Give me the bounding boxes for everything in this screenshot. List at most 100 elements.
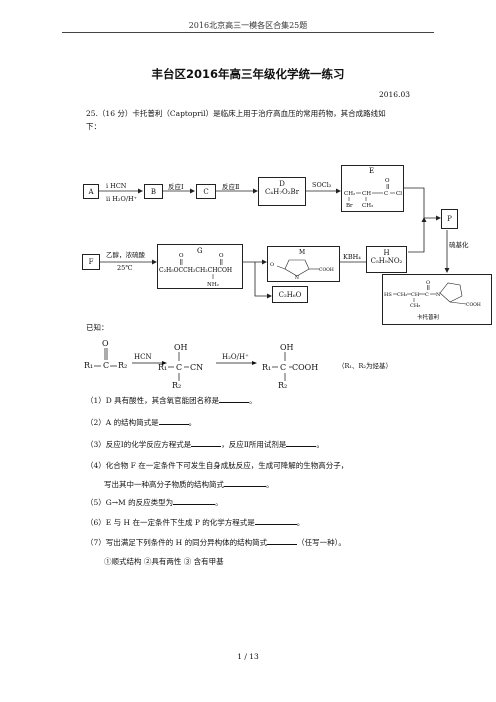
exam-date: 2016.03 xyxy=(378,90,410,99)
known-r1b: R₁ xyxy=(158,363,167,372)
cap-o: O xyxy=(426,280,430,286)
known-c3: C xyxy=(280,363,286,372)
e-br: Br xyxy=(346,203,353,209)
g-o2: O xyxy=(219,253,224,259)
compound-m-structure: M O COOH N xyxy=(270,249,334,281)
g-label: G xyxy=(197,247,203,255)
known-cn: CN xyxy=(190,363,203,372)
compound-a: A xyxy=(83,184,99,199)
arrow-m-c2h6o xyxy=(254,262,267,297)
compound-b: B xyxy=(144,184,163,199)
reagent-socl2: SOCl₂ xyxy=(312,181,332,189)
reaction-temp: 25℃ xyxy=(117,264,133,272)
answer-blank-1[interactable] xyxy=(219,394,250,403)
known-r1: R₁ xyxy=(84,361,93,370)
compound-e-structure: E O CH₂ CH C Cl Br CH₃ xyxy=(344,167,402,209)
compound-h: H C₅H₉NO₂ xyxy=(366,246,407,273)
cap-hs: HS xyxy=(384,292,392,298)
known-r2b: R₂ xyxy=(172,381,181,390)
compound-m xyxy=(267,246,340,282)
question-7-conditions: ①顺式结构 ②具有两性 ③ 含有甲基 xyxy=(104,557,224,566)
m-o: O xyxy=(270,262,274,268)
compound-g xyxy=(157,244,243,289)
running-header: 2016北京高三一模各区合集25题 xyxy=(188,21,308,30)
question-intro-line2: 下： xyxy=(86,122,101,131)
answer-blank-6[interactable] xyxy=(254,516,297,525)
compound-p: P xyxy=(441,209,458,229)
m-label: M xyxy=(299,249,305,256)
reaction-2-label: 反应Ⅱ xyxy=(222,183,240,191)
captopril-label: 卡托普利 xyxy=(417,313,439,321)
e-label: E xyxy=(369,167,374,175)
question-7: （7）写出满足下列条件的 H 的同分异构体的结构简式（任写一种）。 xyxy=(86,536,346,547)
compound-f: F xyxy=(82,254,100,270)
cap-cooh: COOH xyxy=(466,302,481,308)
page-number: 1 / 13 xyxy=(237,652,259,661)
e-cl: Cl xyxy=(396,191,402,197)
question-4-cont: 写出其中一种高分子物质的结构简式。 xyxy=(104,478,274,489)
question-2: （2）A 的结构简式是。 xyxy=(86,416,197,427)
cap-ch: CH xyxy=(411,292,420,298)
arrow-h-p xyxy=(408,222,425,253)
compound-h-label: H xyxy=(383,249,390,257)
known-r2c: R₂ xyxy=(278,381,287,390)
compound-d-label: D xyxy=(279,180,285,188)
header-divider xyxy=(62,32,434,33)
answer-blank-4[interactable] xyxy=(224,478,266,487)
known-reaction-scheme: O R₁ C R₂ HCN OH R₁ C CN R₂ H₂O/H⁺ OH R₁… xyxy=(84,339,392,390)
page-title: 丰台区2016年高三年级化学统一练习 xyxy=(151,67,345,81)
reaction-1-label: 反应Ⅰ xyxy=(168,183,184,191)
question-5: （5）G→M 的反应类型为。 xyxy=(86,496,223,507)
known-cooh: COOH xyxy=(292,363,318,372)
e-ch: CH xyxy=(362,191,371,197)
known-oh1: OH xyxy=(174,343,188,352)
captopril-box xyxy=(382,274,492,325)
compound-c: C xyxy=(196,184,216,199)
arrow-e-p xyxy=(404,187,436,219)
e-o: O xyxy=(385,178,390,184)
question-3: （3）反应Ⅰ的化学反应方程式是，反应Ⅱ所用试剂是。 xyxy=(86,438,324,449)
known-oh2: OH xyxy=(280,343,294,352)
compound-d-formula: C₄H₇O₂Br xyxy=(264,188,300,196)
reagent-h2o: ii H₂O/H⁺ xyxy=(106,195,138,203)
answer-blank-5[interactable] xyxy=(173,496,216,505)
known-r1c: R₁ xyxy=(262,363,271,372)
reagent-hcn: i HCN xyxy=(106,182,127,190)
known-c2: C xyxy=(176,363,182,372)
known-note: （R₁、R₂为烃基） xyxy=(338,361,392,370)
known-c: C xyxy=(103,361,109,370)
compound-c2h6o: C₂H₆O xyxy=(272,286,308,303)
known-o: O xyxy=(102,339,109,348)
thiolation-label: 硫基化 xyxy=(449,241,469,249)
cap-ch3: CH₃ xyxy=(410,303,420,309)
known-hcn: HCN xyxy=(134,353,152,361)
e-ch2: CH₂ xyxy=(344,191,355,197)
answer-blank-7[interactable] xyxy=(267,536,298,545)
question-intro-line1: 25.（16 分）卡托普利（Captopril）是临床上用于治疗高血压的常用药物… xyxy=(86,109,386,118)
g-formula: C₂H₅OCCH₂CH₂CHCOH xyxy=(159,267,232,274)
g-nh2: NH₂ xyxy=(207,282,219,288)
cap-n: N xyxy=(436,292,441,298)
question-4: （4）化合物 F 在一定条件下可发生自身成肽反应，生成可降解的生物高分子， xyxy=(86,461,349,470)
reagent-ethanol: 乙醇，浓硫酸 xyxy=(106,251,145,259)
e-ch3: CH₃ xyxy=(362,203,373,209)
answer-blank-3b[interactable] xyxy=(286,438,317,447)
question-6: （6）E 与 H 在一定条件下生成 P 的化学方程式是。 xyxy=(86,516,305,527)
m-n: N xyxy=(295,275,299,281)
compound-e xyxy=(341,165,404,212)
g-o1: O xyxy=(179,253,184,259)
reagent-kbh4: KBH₄ xyxy=(343,253,361,261)
answer-blank-2[interactable] xyxy=(158,416,189,425)
compound-g-structure: G O O C₂H₅OCCH₂CH₂CHCOH NH₂ xyxy=(159,247,232,288)
cap-c: C xyxy=(425,292,429,298)
m-cooh: COOH xyxy=(319,267,334,273)
answer-blank-3a[interactable] xyxy=(191,438,222,447)
captopril-structure: O HS CH₂ CH C N CH₃ COOH 卡托普利 xyxy=(384,280,481,321)
known-h2o: H₂O/H⁺ xyxy=(222,353,249,361)
compound-d: D C₄H₇O₂Br xyxy=(258,177,306,206)
compound-h-formula: C₅H₉NO₂ xyxy=(370,257,403,265)
known-label: 已知： xyxy=(86,323,109,332)
question-1: （1）D 具有酸性，其含氧官能团名称是。 xyxy=(86,394,257,405)
e-c: C xyxy=(384,191,388,197)
